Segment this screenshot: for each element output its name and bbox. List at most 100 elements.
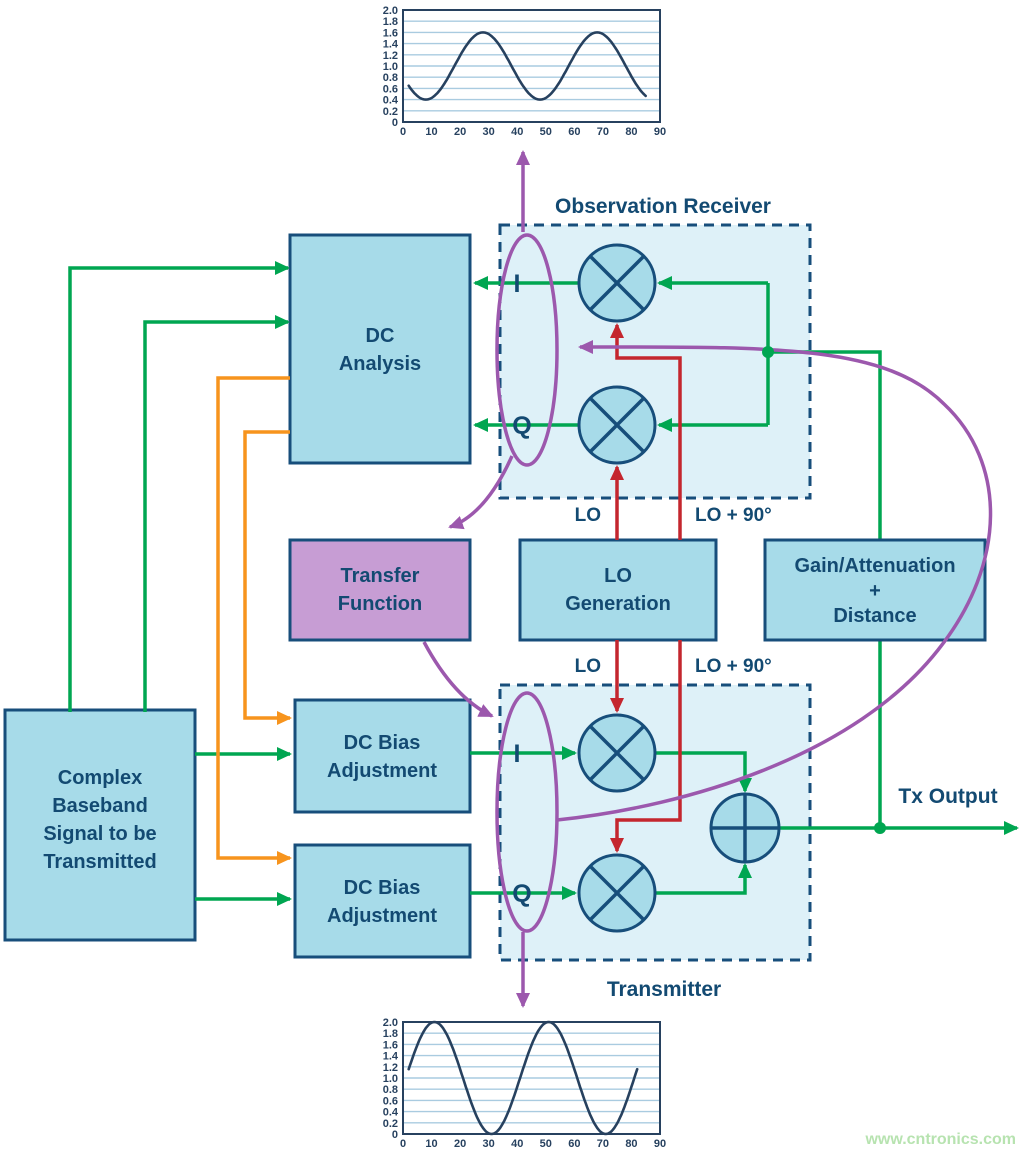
complex-baseband-label-3: Signal to be	[43, 823, 156, 845]
complex-baseband-label-2: Baseband	[52, 795, 148, 817]
transfer-to-tx-arrow	[422, 641, 494, 718]
y-tick-label: 0.6	[383, 83, 398, 95]
complex-baseband-label-1: Complex	[58, 767, 142, 789]
y-tick-label: 1.0	[383, 1073, 398, 1085]
tx-iq-ellipse	[495, 691, 559, 933]
y-tick-label: 0	[392, 117, 398, 129]
lo90-to-tx-q-mixer-line	[610, 640, 682, 853]
y-tick-label: 1.2	[383, 50, 398, 62]
observation-receiver-label: Observation Receiver	[555, 195, 771, 218]
obs-iq-ellipse	[495, 233, 559, 467]
y-tick-label: 1.0	[383, 61, 398, 73]
y-tick-label: 1.8	[383, 16, 398, 28]
obs-q-label: Q	[512, 412, 531, 440]
dc-analysis-label-1: DC	[366, 325, 395, 347]
x-tick-label: 80	[625, 1138, 637, 1150]
y-tick-label: 0.8	[383, 1084, 398, 1096]
summer-icon	[709, 792, 781, 864]
x-tick-label: 0	[400, 1138, 406, 1150]
x-tick-label: 80	[625, 126, 637, 138]
x-tick-label: 30	[483, 1138, 495, 1150]
x-tick-label: 0	[400, 126, 406, 138]
tx-q-mixer-to-summer-line	[655, 863, 752, 895]
lo90-top-label: LO + 90°	[695, 505, 772, 526]
dc-analysis-block	[288, 233, 472, 465]
x-tick-label: 50	[540, 1138, 552, 1150]
tx-to-obs-feedback-curve	[556, 339, 993, 822]
y-tick-label: 1.4	[383, 1051, 399, 1063]
obs-i-label: I	[514, 270, 521, 298]
x-tick-label: 50	[540, 126, 552, 138]
x-tick-label: 20	[454, 126, 466, 138]
dc-bias-q-label-1: DC Bias	[344, 877, 421, 899]
lo-bottom-label: LO	[575, 656, 601, 677]
waveform-line	[407, 1020, 639, 1136]
y-tick-label: 0.6	[383, 1095, 398, 1107]
tx-i-label: I	[514, 740, 521, 768]
y-tick-label: 2.0	[383, 1017, 398, 1029]
x-tick-label: 70	[597, 126, 609, 138]
obs-q-mixer-icon	[577, 385, 657, 465]
gain-attenuation-block	[763, 538, 987, 642]
y-tick-label: 1.2	[383, 1062, 398, 1074]
y-tick-label: 0.4	[383, 95, 399, 107]
dc-bias-i-block	[293, 698, 472, 814]
waveform-line	[407, 31, 648, 101]
x-tick-label: 70	[597, 1138, 609, 1150]
tx-q-label: Q	[512, 880, 531, 908]
lo-generation-block	[518, 538, 718, 642]
x-tick-label: 10	[425, 1138, 437, 1150]
gain-attenuation-label-1: Gain/Attenuation	[794, 555, 955, 577]
obs-i-mixer-icon	[577, 243, 657, 323]
watermark: www.cntronics.com	[864, 1131, 1016, 1148]
dc-analysis-to-transfer-arrow	[448, 455, 514, 530]
transfer-function-block	[288, 538, 472, 642]
obs-input-junction-dot	[762, 346, 774, 358]
complex-baseband-block	[3, 708, 197, 942]
dc-analysis-to-dc-bias-i-line	[243, 430, 292, 725]
y-tick-label: 1.6	[383, 1039, 398, 1051]
y-tick-label: 1.8	[383, 1028, 398, 1040]
y-tick-label: 2.0	[383, 5, 398, 17]
x-tick-label: 90	[654, 1138, 666, 1150]
tx-output-junction-dot	[874, 822, 886, 834]
transfer-function-label-2: Function	[338, 593, 422, 615]
dc-bias-i-label-1: DC Bias	[344, 732, 421, 754]
baseband-q-to-dc-analysis-line	[143, 315, 290, 712]
lo-generation-label-2: Generation	[565, 593, 671, 615]
x-tick-label: 40	[511, 126, 523, 138]
dc-analysis-to-dc-bias-q-line	[216, 376, 292, 865]
transmit-waveform-chart: 2.01.81.61.41.21.00.80.60.40.200 10 20 30 40…	[383, 1017, 666, 1150]
dc-bias-i-label-2: Adjustment	[327, 760, 437, 782]
lo-generation-label-1: LO	[604, 565, 632, 587]
observation-receiver-box	[498, 223, 812, 500]
y-tick-label: 0	[392, 1129, 398, 1141]
lo90-to-obs-i-mixer-line	[610, 323, 682, 540]
transmitter-label: Transmitter	[607, 978, 721, 1001]
lo90-bottom-label: LO + 90°	[695, 656, 772, 677]
x-tick-label: 90	[654, 126, 666, 138]
x-tick-label: 60	[568, 1138, 580, 1150]
y-tick-label: 0.2	[383, 1118, 398, 1130]
baseband-i-to-dc-analysis-line	[68, 261, 290, 712]
gain-attenuation-label-2: +	[869, 580, 881, 602]
gain-attenuation-label-3: Distance	[833, 605, 916, 627]
x-tick-label: 60	[568, 126, 580, 138]
y-tick-label: 0.2	[383, 106, 398, 118]
x-tick-label: 10	[425, 126, 437, 138]
y-tick-label: 1.4	[383, 39, 399, 51]
x-tick-label: 20	[454, 1138, 466, 1150]
complex-baseband-label-4: Transmitted	[43, 851, 156, 873]
dc-analysis-label-2: Analysis	[339, 353, 421, 375]
tx-q-mixer-icon	[577, 853, 657, 933]
tx-i-mixer-icon	[577, 713, 657, 793]
lo-top-label: LO	[575, 505, 601, 526]
transfer-function-label-1: Transfer	[341, 565, 420, 587]
x-tick-label: 40	[511, 1138, 523, 1150]
dc-bias-q-label-2: Adjustment	[327, 905, 437, 927]
tx-output-label: Tx Output	[898, 785, 997, 808]
dc-bias-q-block	[293, 843, 472, 959]
y-tick-label: 0.4	[383, 1107, 399, 1119]
